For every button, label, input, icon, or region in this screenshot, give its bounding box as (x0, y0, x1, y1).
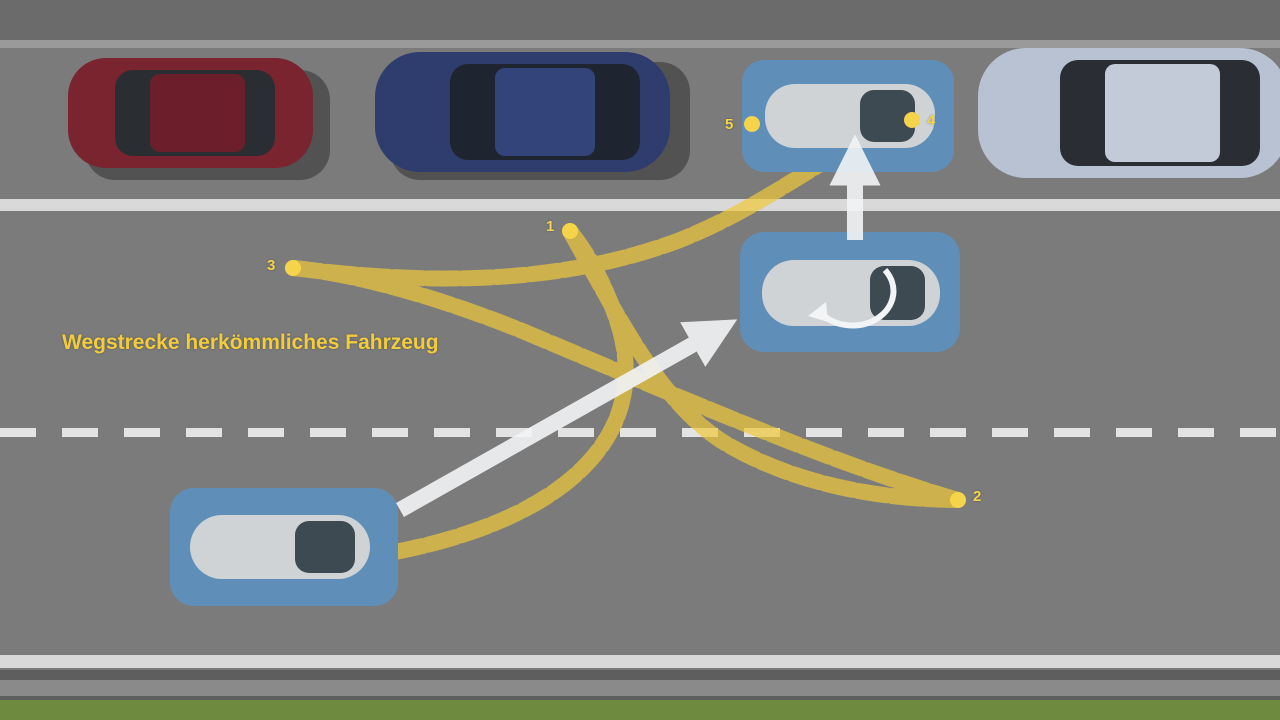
lane-dash (1178, 428, 1214, 437)
lane-dash (620, 428, 656, 437)
diagonal-move-arrow (396, 319, 738, 517)
lane-dash (248, 428, 284, 437)
lane-dash (930, 428, 966, 437)
lane-dash (868, 428, 904, 437)
lane-dash (372, 428, 408, 437)
silver-parked-car (978, 48, 1280, 178)
lane-dash (310, 428, 346, 437)
waypoint-4-dot (904, 112, 920, 128)
path-caption: Wegstrecke herkömmliches Fahrzeug (62, 331, 439, 354)
waypoint-4-label: 4 (927, 112, 936, 129)
lane-dash (806, 428, 842, 437)
blue-parked-car (375, 52, 690, 180)
lane-dash (0, 428, 36, 437)
path-1-to-2 (562, 223, 966, 508)
parked-pod-vehicle (742, 60, 954, 172)
lane-dash (496, 428, 532, 437)
rotate-arrowhead-icon (808, 302, 828, 322)
lane-dash (124, 428, 160, 437)
parking-lane-line (0, 199, 1280, 211)
waypoint-5-label: 5 (725, 116, 734, 133)
rotating-pod-vehicle (740, 232, 960, 352)
start-pod-vehicle (170, 488, 398, 606)
curb-edge (0, 680, 1280, 696)
lane-dash (992, 428, 1028, 437)
bottom-lane-line (0, 655, 1280, 668)
waypoint-3-label: 3 (267, 257, 276, 274)
lane-dash (1116, 428, 1152, 437)
lane-dash (62, 428, 98, 437)
red-parked-car (68, 58, 330, 180)
waypoint-2-dot (950, 492, 966, 508)
waypoint-1-label: 1 (546, 218, 555, 235)
lane-dash (558, 428, 594, 437)
lane-dash (186, 428, 222, 437)
waypoint-2-label: 2 (973, 488, 982, 505)
grass-strip (0, 700, 1280, 720)
waypoint-5-dot (744, 116, 760, 132)
center-dashed-line (0, 428, 1276, 437)
rotate-arrow-icon (817, 267, 897, 329)
waypoint-1-dot (562, 223, 578, 239)
waypoint-dots (285, 112, 966, 508)
lane-dash (1054, 428, 1090, 437)
top-sidewalk (0, 0, 1280, 40)
lane-dash (434, 428, 470, 437)
lane-dash (1240, 428, 1276, 437)
waypoint-3-dot (285, 260, 301, 276)
top-curb-line (0, 40, 1280, 48)
